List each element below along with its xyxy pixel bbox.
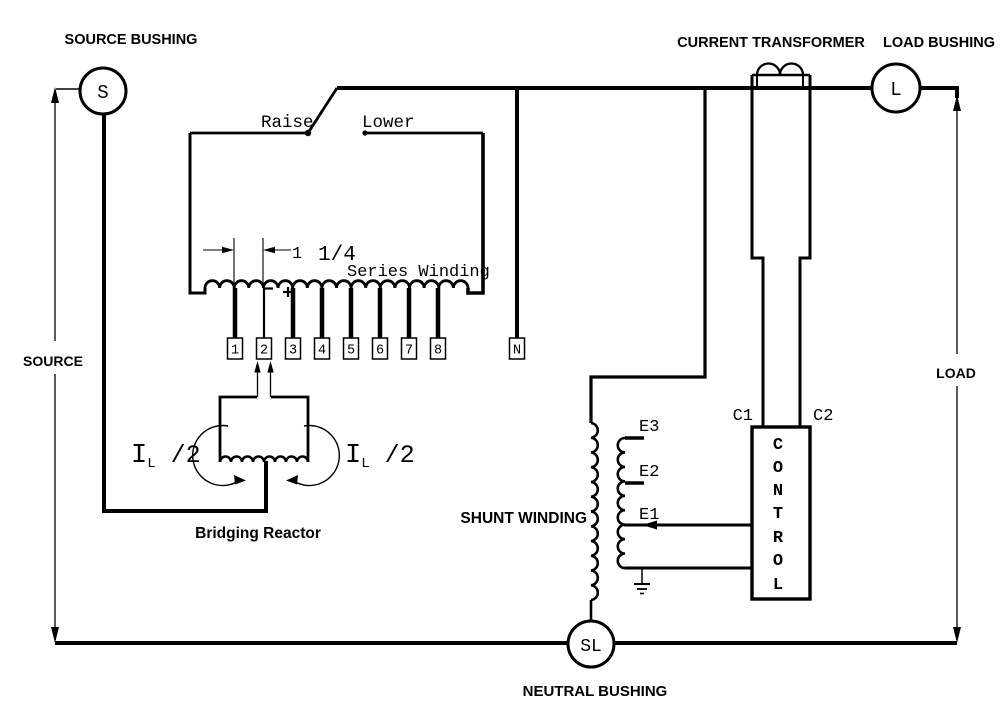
tap-box bbox=[342, 337, 360, 360]
control-letter: T bbox=[773, 505, 783, 524]
bridging-reactor-label: Bridging Reactor bbox=[195, 525, 321, 542]
load-bushing: L bbox=[870, 62, 922, 114]
series-winding bbox=[188, 133, 485, 295]
arrow-up-icon bbox=[953, 95, 961, 111]
ct-body-left bbox=[750, 75, 765, 427]
load-bushing-circle bbox=[870, 62, 922, 114]
ground-symbol-icon bbox=[634, 568, 650, 595]
series-winding-label: Series Winding bbox=[347, 263, 490, 282]
tap-box bbox=[226, 337, 244, 360]
raise-label: Raise bbox=[261, 113, 314, 133]
tap-changer-switch bbox=[190, 87, 483, 137]
source-feeder-wire bbox=[56, 88, 268, 513]
load-bushing-terminal: L bbox=[890, 79, 901, 101]
tap-label: 1 bbox=[231, 344, 239, 359]
series-winding-taps: 1 2 3 4 5 6 7 8 bbox=[226, 288, 447, 360]
current-transformer bbox=[750, 62, 812, 427]
control-letter: L bbox=[773, 576, 783, 595]
reactor-current-left-label: IL /2 bbox=[131, 441, 201, 472]
series-winding-right-lead bbox=[466, 133, 485, 295]
control-letter: O bbox=[773, 459, 783, 478]
control-letter: C bbox=[773, 436, 783, 455]
series-winding-left-lead bbox=[188, 133, 207, 295]
dimension-whole-label: 1 bbox=[292, 245, 302, 264]
arrow-down-icon bbox=[953, 627, 961, 643]
tap-label: N bbox=[513, 344, 521, 359]
dimension-fraction-label: 1/4 bbox=[318, 244, 356, 267]
plus-mark bbox=[283, 287, 293, 297]
source-bushing-label: SOURCE BUSHING bbox=[65, 32, 198, 48]
arrow-down-icon bbox=[51, 627, 59, 643]
ct-terminal-c1-label: C1 bbox=[733, 407, 753, 426]
neutral-bushing-terminal: SL bbox=[580, 637, 602, 657]
circulating-current-arc-left bbox=[192, 424, 241, 487]
current-transformer-label: CURRENT TRANSFORMER bbox=[677, 35, 865, 51]
tap-section-dimension bbox=[203, 238, 291, 286]
shunt-feeder-wire bbox=[589, 90, 707, 423]
neutral-bushing-circle bbox=[566, 619, 616, 669]
source-dimension-line bbox=[51, 87, 59, 643]
control-letter: N bbox=[773, 482, 783, 501]
shunt-winding: E3 E2 E1 SHUNT WINDING bbox=[460, 90, 752, 622]
arrow-right-icon bbox=[234, 475, 246, 485]
tap-label: 8 bbox=[434, 344, 442, 359]
arrow-left-icon bbox=[642, 520, 657, 530]
arrow-up-icon bbox=[267, 361, 274, 373]
tap-label: 4 bbox=[318, 344, 326, 359]
load-dimension-line bbox=[953, 95, 961, 643]
arrow-left-icon bbox=[286, 475, 298, 485]
tap-box bbox=[429, 337, 447, 360]
e1-tap-label: E1 bbox=[639, 506, 659, 525]
ct-body-right bbox=[798, 75, 812, 427]
tap-label: 7 bbox=[405, 344, 413, 359]
source-side-label: SOURCE bbox=[23, 353, 83, 369]
polarity-marks bbox=[264, 287, 293, 297]
tap-box bbox=[508, 337, 526, 360]
source-bushing-terminal: S bbox=[97, 82, 108, 104]
reactor-coil bbox=[218, 455, 310, 463]
neutral-tap: N bbox=[508, 90, 526, 360]
tap-box bbox=[284, 337, 302, 360]
tap-box bbox=[313, 337, 331, 360]
tap-label: 6 bbox=[376, 344, 384, 359]
tap-box bbox=[400, 337, 418, 360]
arrow-left-icon bbox=[263, 246, 275, 254]
tap-label: 2 bbox=[260, 344, 268, 359]
shunt-winding-label: SHUNT WINDING bbox=[460, 510, 587, 527]
arrow-up-icon bbox=[51, 87, 59, 103]
arrow-right-icon bbox=[222, 246, 234, 254]
control-letter: O bbox=[773, 552, 783, 571]
bridging-reactor: IL /2 IL /2 Bridging Reactor bbox=[131, 361, 415, 542]
switch-blade bbox=[306, 87, 339, 134]
neutral-bushing: SL bbox=[566, 619, 616, 669]
circulating-current-arc-right bbox=[291, 424, 340, 487]
shunt-tap-coil bbox=[616, 436, 626, 570]
ct-primary-coil bbox=[755, 62, 805, 76]
tap-box bbox=[255, 337, 273, 360]
tap-label: 5 bbox=[347, 344, 355, 359]
reactor-frame-right bbox=[271, 395, 310, 462]
load-side-label: LOAD bbox=[936, 365, 976, 381]
control-letter: R bbox=[773, 529, 784, 548]
lower-label: Lower bbox=[362, 113, 415, 133]
tap-label: 3 bbox=[289, 344, 297, 359]
e2-tap-label: E2 bbox=[639, 463, 659, 482]
arrow-up-icon bbox=[254, 361, 261, 373]
neutral-bushing-label: NEUTRAL BUSHING bbox=[523, 683, 668, 700]
source-bushing: S bbox=[78, 66, 128, 116]
control-box: C O N T R O L C1 C2 bbox=[733, 407, 833, 601]
reactor-current-right-label: IL /2 bbox=[345, 441, 415, 472]
tap-box bbox=[371, 337, 389, 360]
reactor-frame-left bbox=[218, 395, 257, 462]
e3-tap-label: E3 bbox=[639, 418, 659, 437]
series-winding-coil bbox=[203, 279, 470, 289]
shunt-main-coil bbox=[590, 421, 600, 602]
ct-terminal-c2-label: C2 bbox=[813, 407, 833, 426]
source-bushing-circle bbox=[78, 66, 128, 116]
control-box-outline bbox=[750, 425, 812, 601]
load-bushing-label: LOAD BUSHING bbox=[883, 35, 995, 51]
